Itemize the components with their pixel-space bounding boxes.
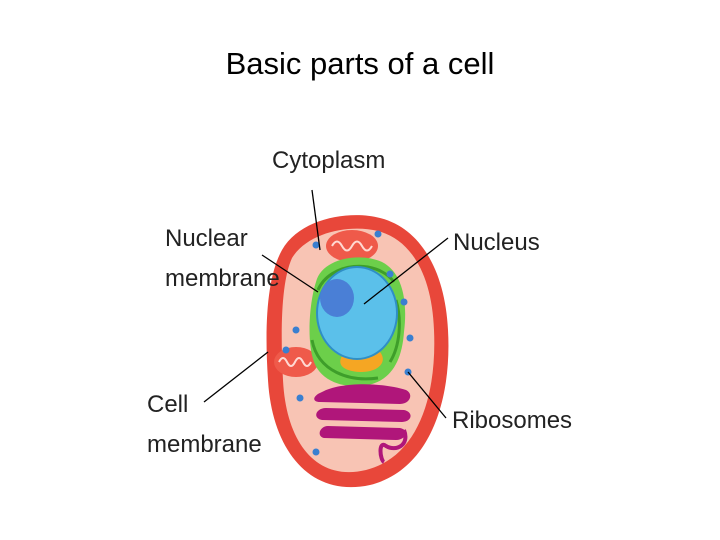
ribosome <box>400 298 408 306</box>
label-nuclear-membrane-1: Nuclear <box>165 225 248 252</box>
ribosome <box>282 346 290 354</box>
ribosome <box>292 326 300 334</box>
leader-lines <box>203 189 449 419</box>
leader-nucleus <box>363 237 449 305</box>
slide-title: Basic parts of a cell <box>225 46 495 81</box>
label-nuclear-membrane-2: membrane <box>165 265 280 292</box>
mitochondrion-left <box>274 347 318 377</box>
golgi-tail <box>378 429 408 464</box>
ribosome <box>374 230 382 238</box>
label-cell-membrane-2: membrane <box>147 431 262 458</box>
ribosomes-group <box>282 230 414 456</box>
golgi-apparatus <box>314 384 411 440</box>
leader-cell-membrane <box>203 351 269 403</box>
leader-nuclear-membrane <box>261 254 319 293</box>
ribosome <box>386 270 394 278</box>
label-ribosomes: Ribosomes <box>452 407 572 434</box>
label-cytoplasm: Cytoplasm <box>272 147 385 174</box>
label-nucleus: Nucleus <box>453 229 540 256</box>
mitochondrion-top <box>326 230 378 262</box>
label-cell-membrane-1: Cell <box>147 391 188 418</box>
leader-cytoplasm <box>311 189 321 251</box>
leader-ribosomes <box>407 371 447 419</box>
ribosome <box>296 394 304 402</box>
nucleolus-shape <box>320 279 354 317</box>
ribosome <box>312 241 320 249</box>
ribosome <box>406 334 414 342</box>
ribosome <box>312 448 320 456</box>
